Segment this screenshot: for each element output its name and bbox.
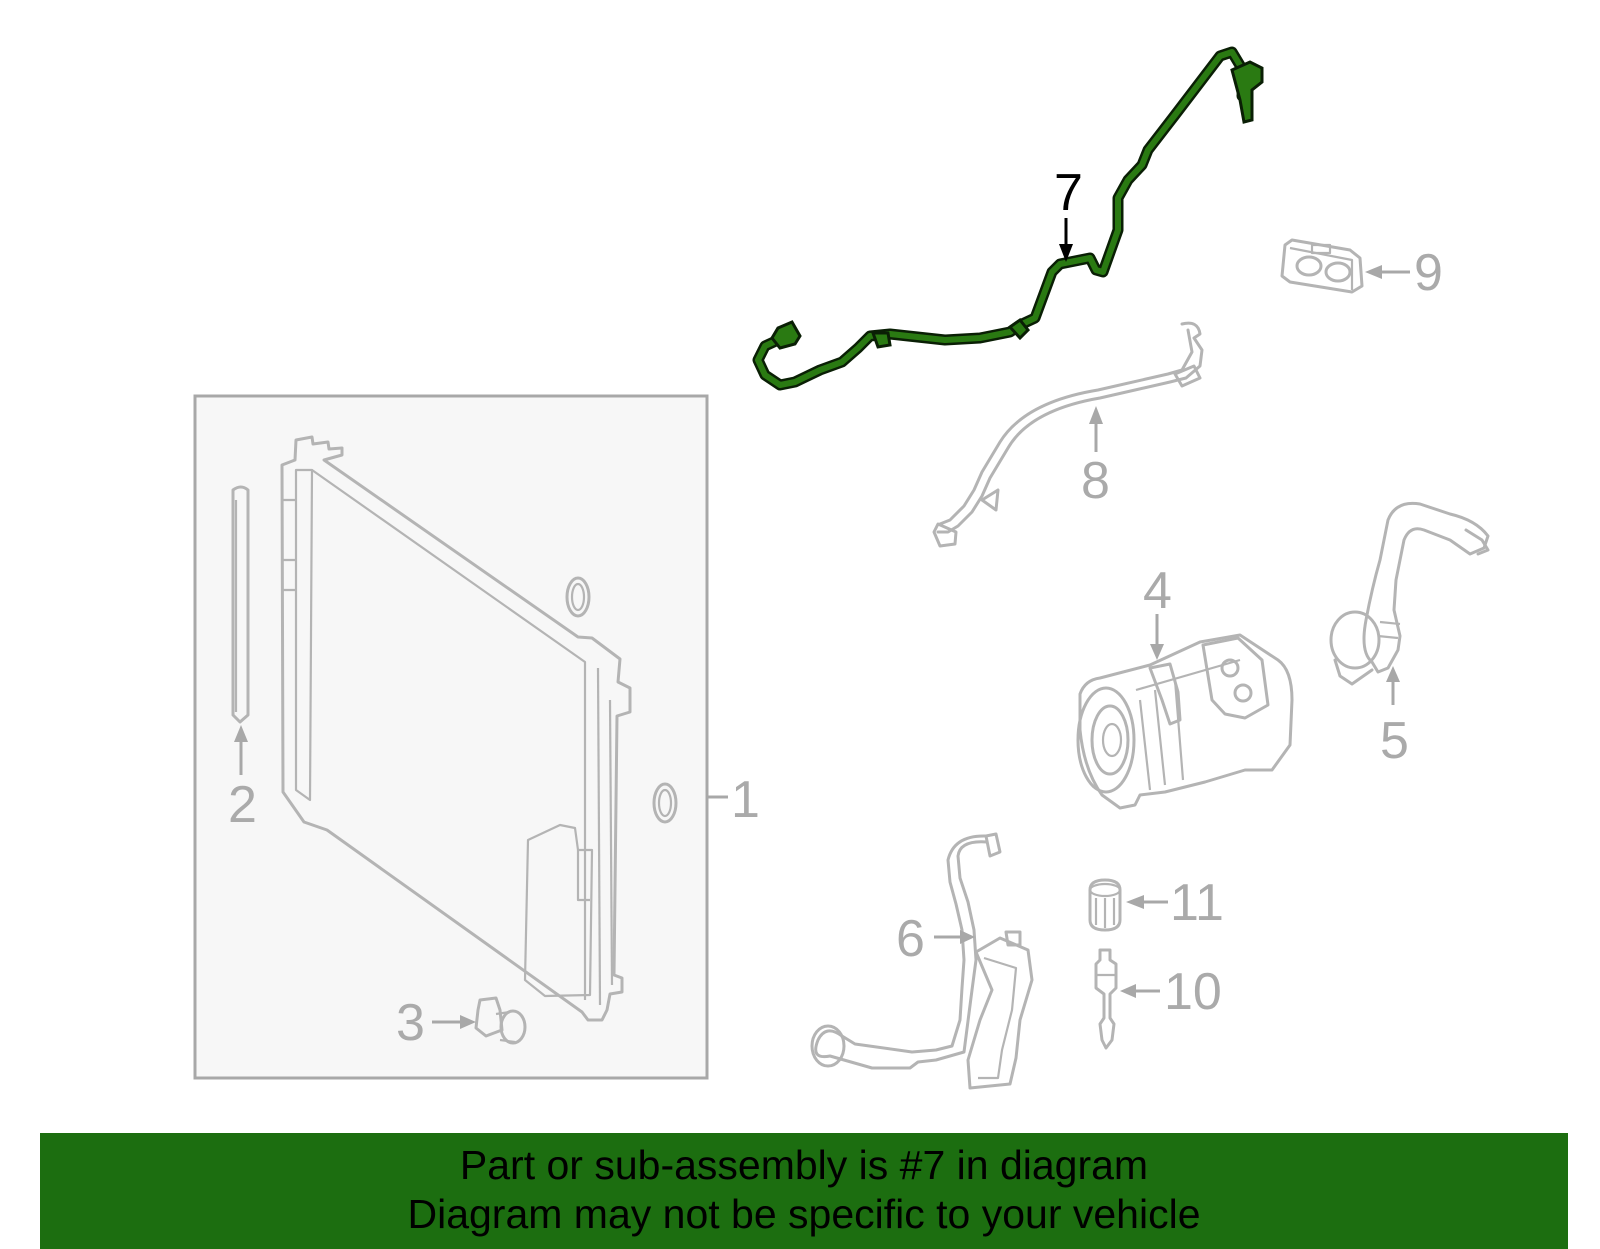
- o-ring-lower: [652, 782, 678, 824]
- banner-line-disclaimer: Diagram may not be specific to your vehi…: [407, 1191, 1201, 1237]
- o-ring-lower-inner: [657, 788, 673, 818]
- part-10-sensor[interactable]: [1094, 948, 1118, 1050]
- callout-2: 2: [228, 776, 257, 834]
- callout-10: 10: [1164, 963, 1222, 1021]
- arrowhead-9: [1365, 265, 1382, 279]
- callout-leaders: [234, 218, 1410, 1029]
- callout-7: 7: [1054, 164, 1083, 222]
- info-banner: Part or sub-assembly is #7 in diagram Di…: [40, 1133, 1568, 1249]
- callout-5: 5: [1380, 712, 1409, 770]
- arrowhead-5: [1386, 666, 1400, 682]
- part-1-condenser[interactable]: [280, 435, 632, 1022]
- part-3-plug[interactable]: [474, 996, 527, 1045]
- arrowhead-2: [234, 725, 248, 742]
- part-6-liquid-line[interactable]: [810, 832, 1034, 1090]
- callout-11: 11: [1170, 874, 1224, 932]
- part-9-valve-block[interactable]: [1280, 238, 1364, 294]
- part-2-drier-rod[interactable]: [231, 485, 250, 724]
- part-4-compressor[interactable]: [1076, 633, 1294, 810]
- arrowhead-11: [1126, 895, 1144, 909]
- banner-line-part-number: Part or sub-assembly is #7 in diagram: [459, 1142, 1149, 1188]
- part-8-ac-hose[interactable]: [932, 321, 1204, 548]
- arrowhead-4: [1150, 644, 1164, 660]
- part-7-ac-hose[interactable]: [752, 46, 1264, 391]
- callout-3: 3: [396, 994, 425, 1052]
- callout-6: 6: [896, 910, 925, 968]
- condenser-group-box: [193, 394, 709, 1080]
- arrowhead-8: [1089, 406, 1103, 424]
- o-ring-upper: [565, 576, 591, 618]
- part-11-cap[interactable]: [1088, 878, 1122, 932]
- callout-9: 9: [1414, 244, 1443, 302]
- arrowhead-6: [960, 930, 975, 944]
- part-5-hose-muffler[interactable]: [1329, 501, 1490, 686]
- o-ring-upper-inner: [570, 582, 586, 612]
- callout-1: 1: [731, 771, 760, 829]
- arrowhead-10: [1120, 984, 1136, 998]
- arrowhead-3: [460, 1015, 476, 1029]
- callout-4: 4: [1143, 562, 1172, 620]
- callout-8: 8: [1081, 452, 1110, 510]
- arrowhead-7: [1059, 244, 1073, 262]
